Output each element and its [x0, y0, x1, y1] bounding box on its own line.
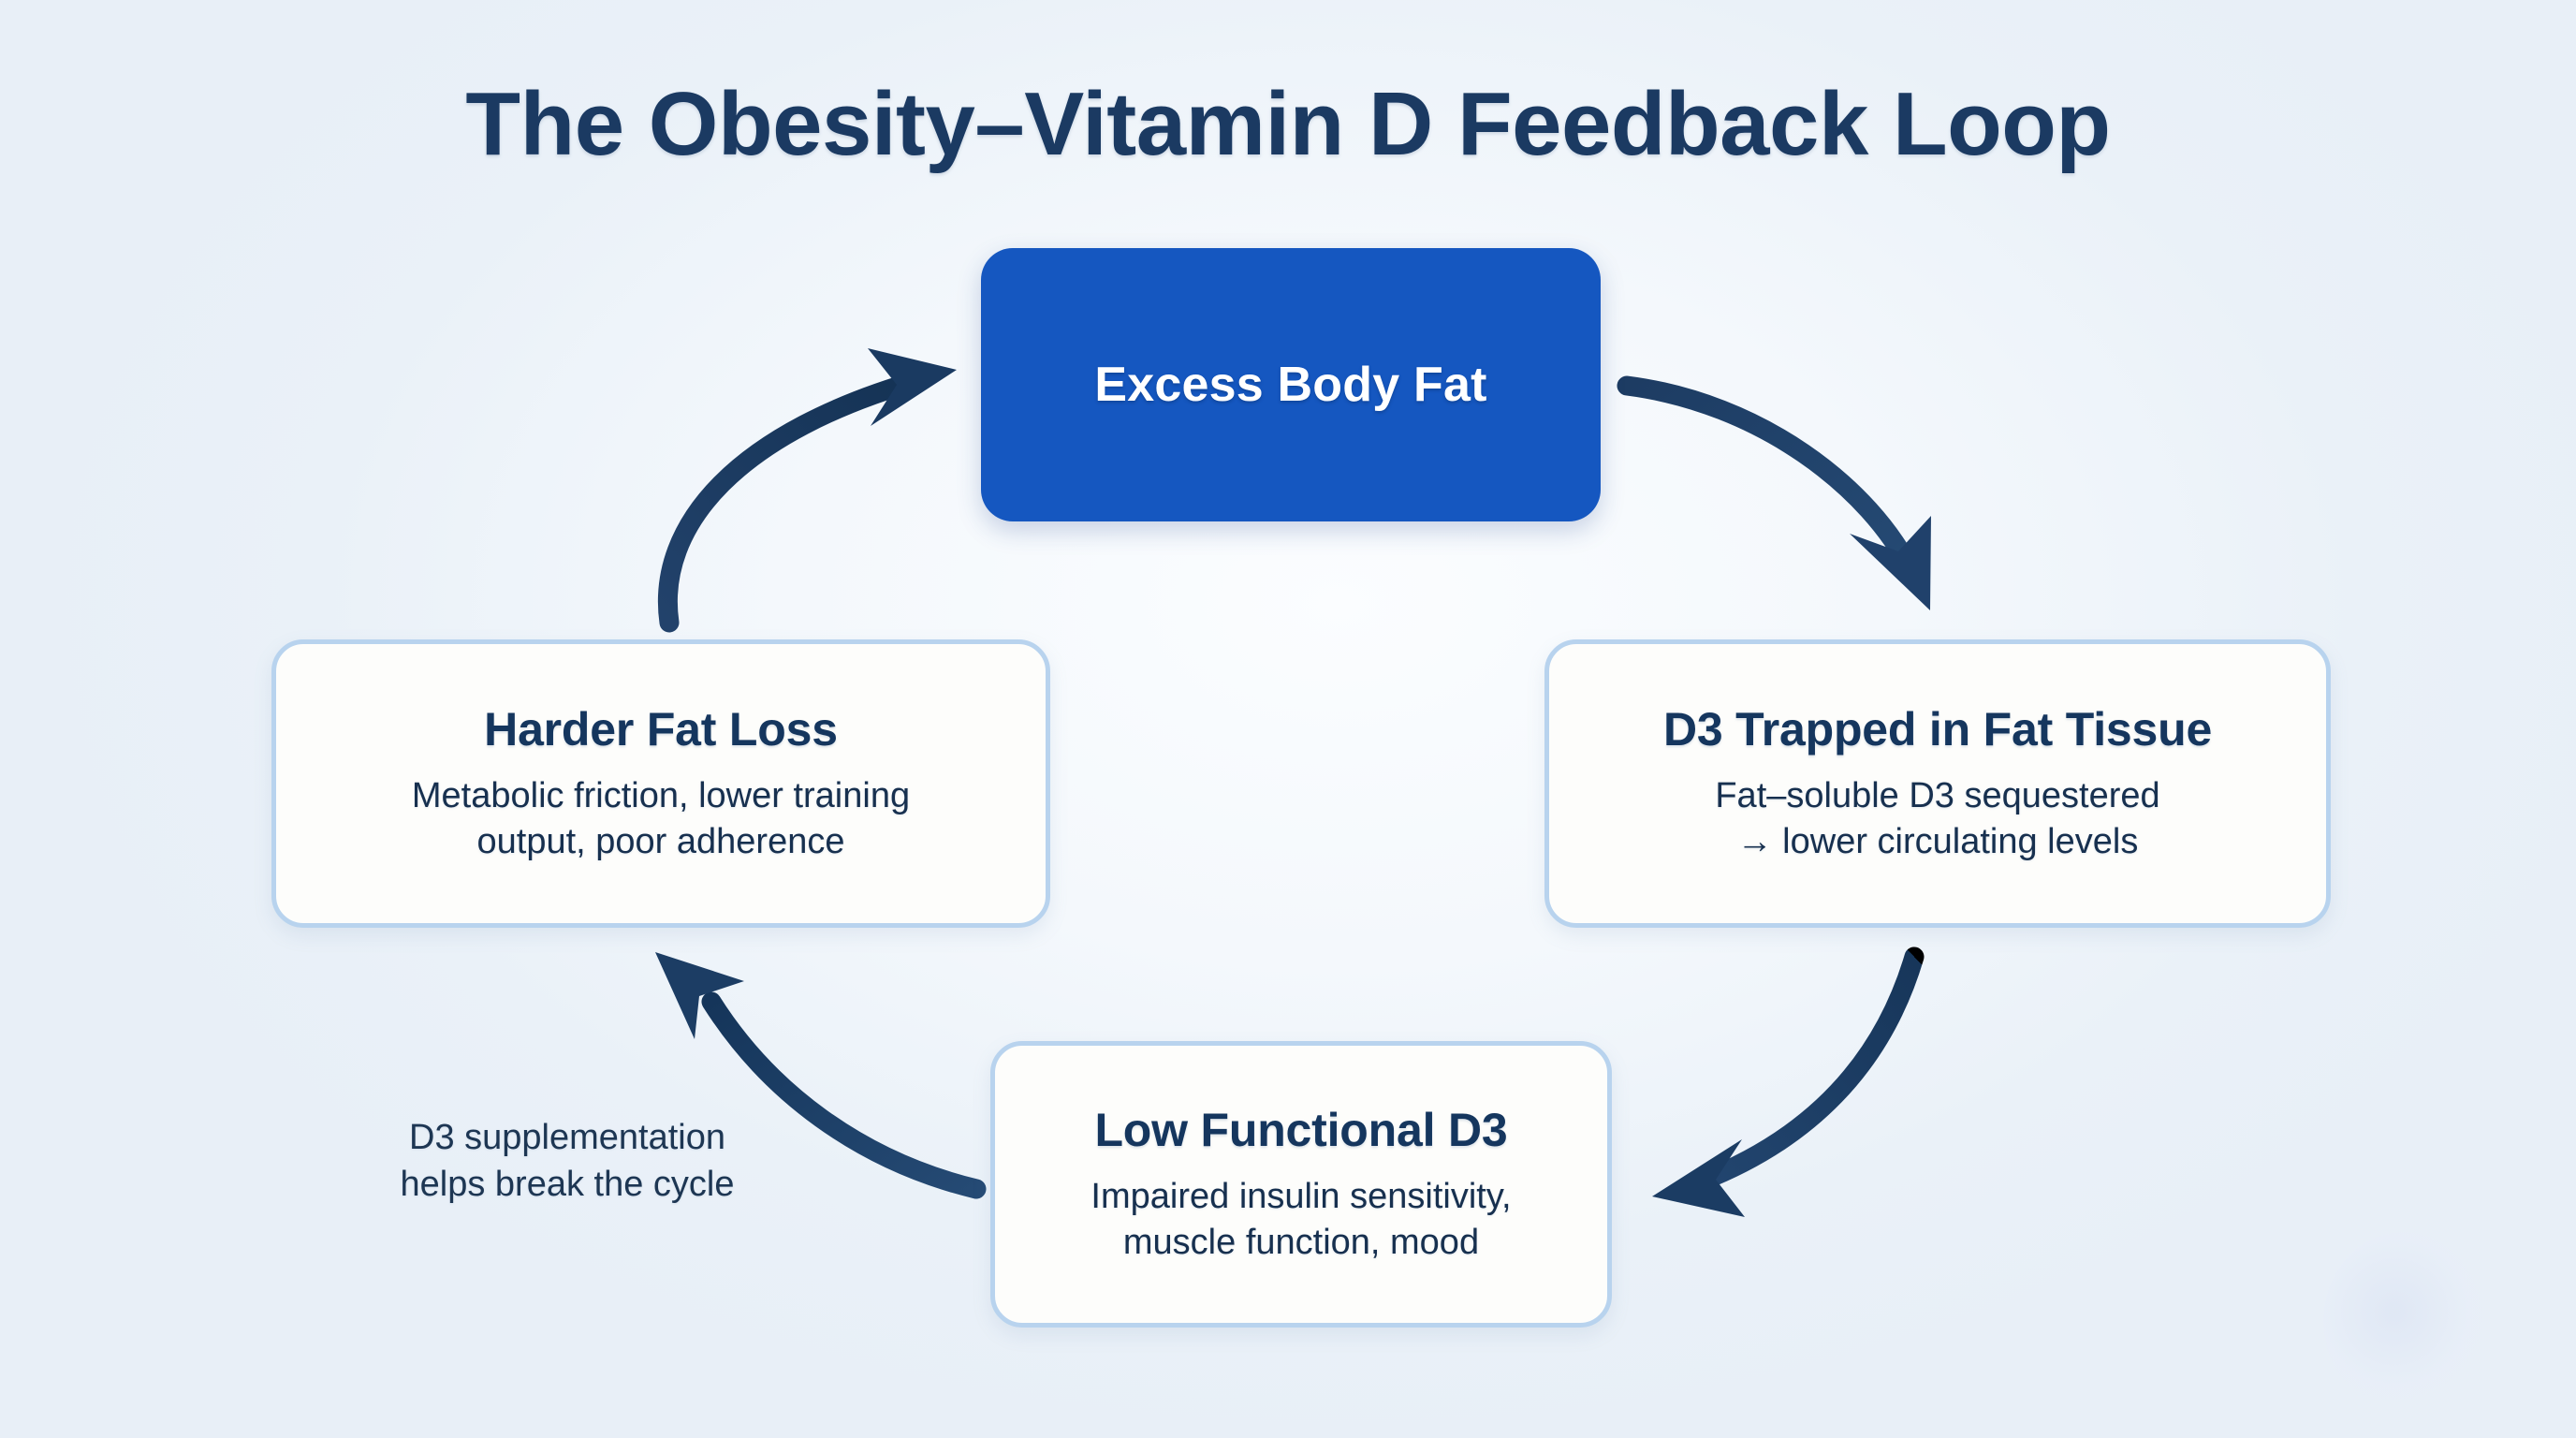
node-excess-body-fat[interactable]: Excess Body Fat	[981, 248, 1601, 521]
node-title: Low Functional D3	[1094, 1103, 1508, 1156]
node-title: Excess Body Fat	[1094, 358, 1487, 412]
page-title: The Obesity–Vitamin D Feedback Loop	[465, 74, 2111, 174]
node-title: D3 Trapped in Fat Tissue	[1662, 702, 2213, 756]
node-low-functional-d3[interactable]: Low Functional D3 Impaired insulin sensi…	[990, 1041, 1612, 1328]
decorative-circle	[2323, 1232, 2482, 1410]
node-description: Fat–soluble D3 sequestered → lower circu…	[1715, 775, 2160, 861]
node-harder-fat-loss[interactable]: Harder Fat Loss Metabolic friction, lowe…	[271, 639, 1050, 928]
arrow-left-to-top	[658, 348, 957, 633]
node-description: Impaired insulin sensitivity, muscle fun…	[1090, 1176, 1512, 1262]
arrow-right-to-bottom	[1652, 946, 1925, 1217]
node-d3-trapped-in-fat-tissue[interactable]: D3 Trapped in Fat Tissue Fat–soluble D3 …	[1544, 639, 2331, 928]
cycle-break-caption: D3 supplementation helps break the cycle	[400, 1118, 735, 1205]
node-description: Metabolic friction, lower training outpu…	[411, 775, 911, 861]
node-title: Harder Fat Loss	[484, 702, 838, 756]
arrow-top-to-right	[1617, 375, 1931, 610]
